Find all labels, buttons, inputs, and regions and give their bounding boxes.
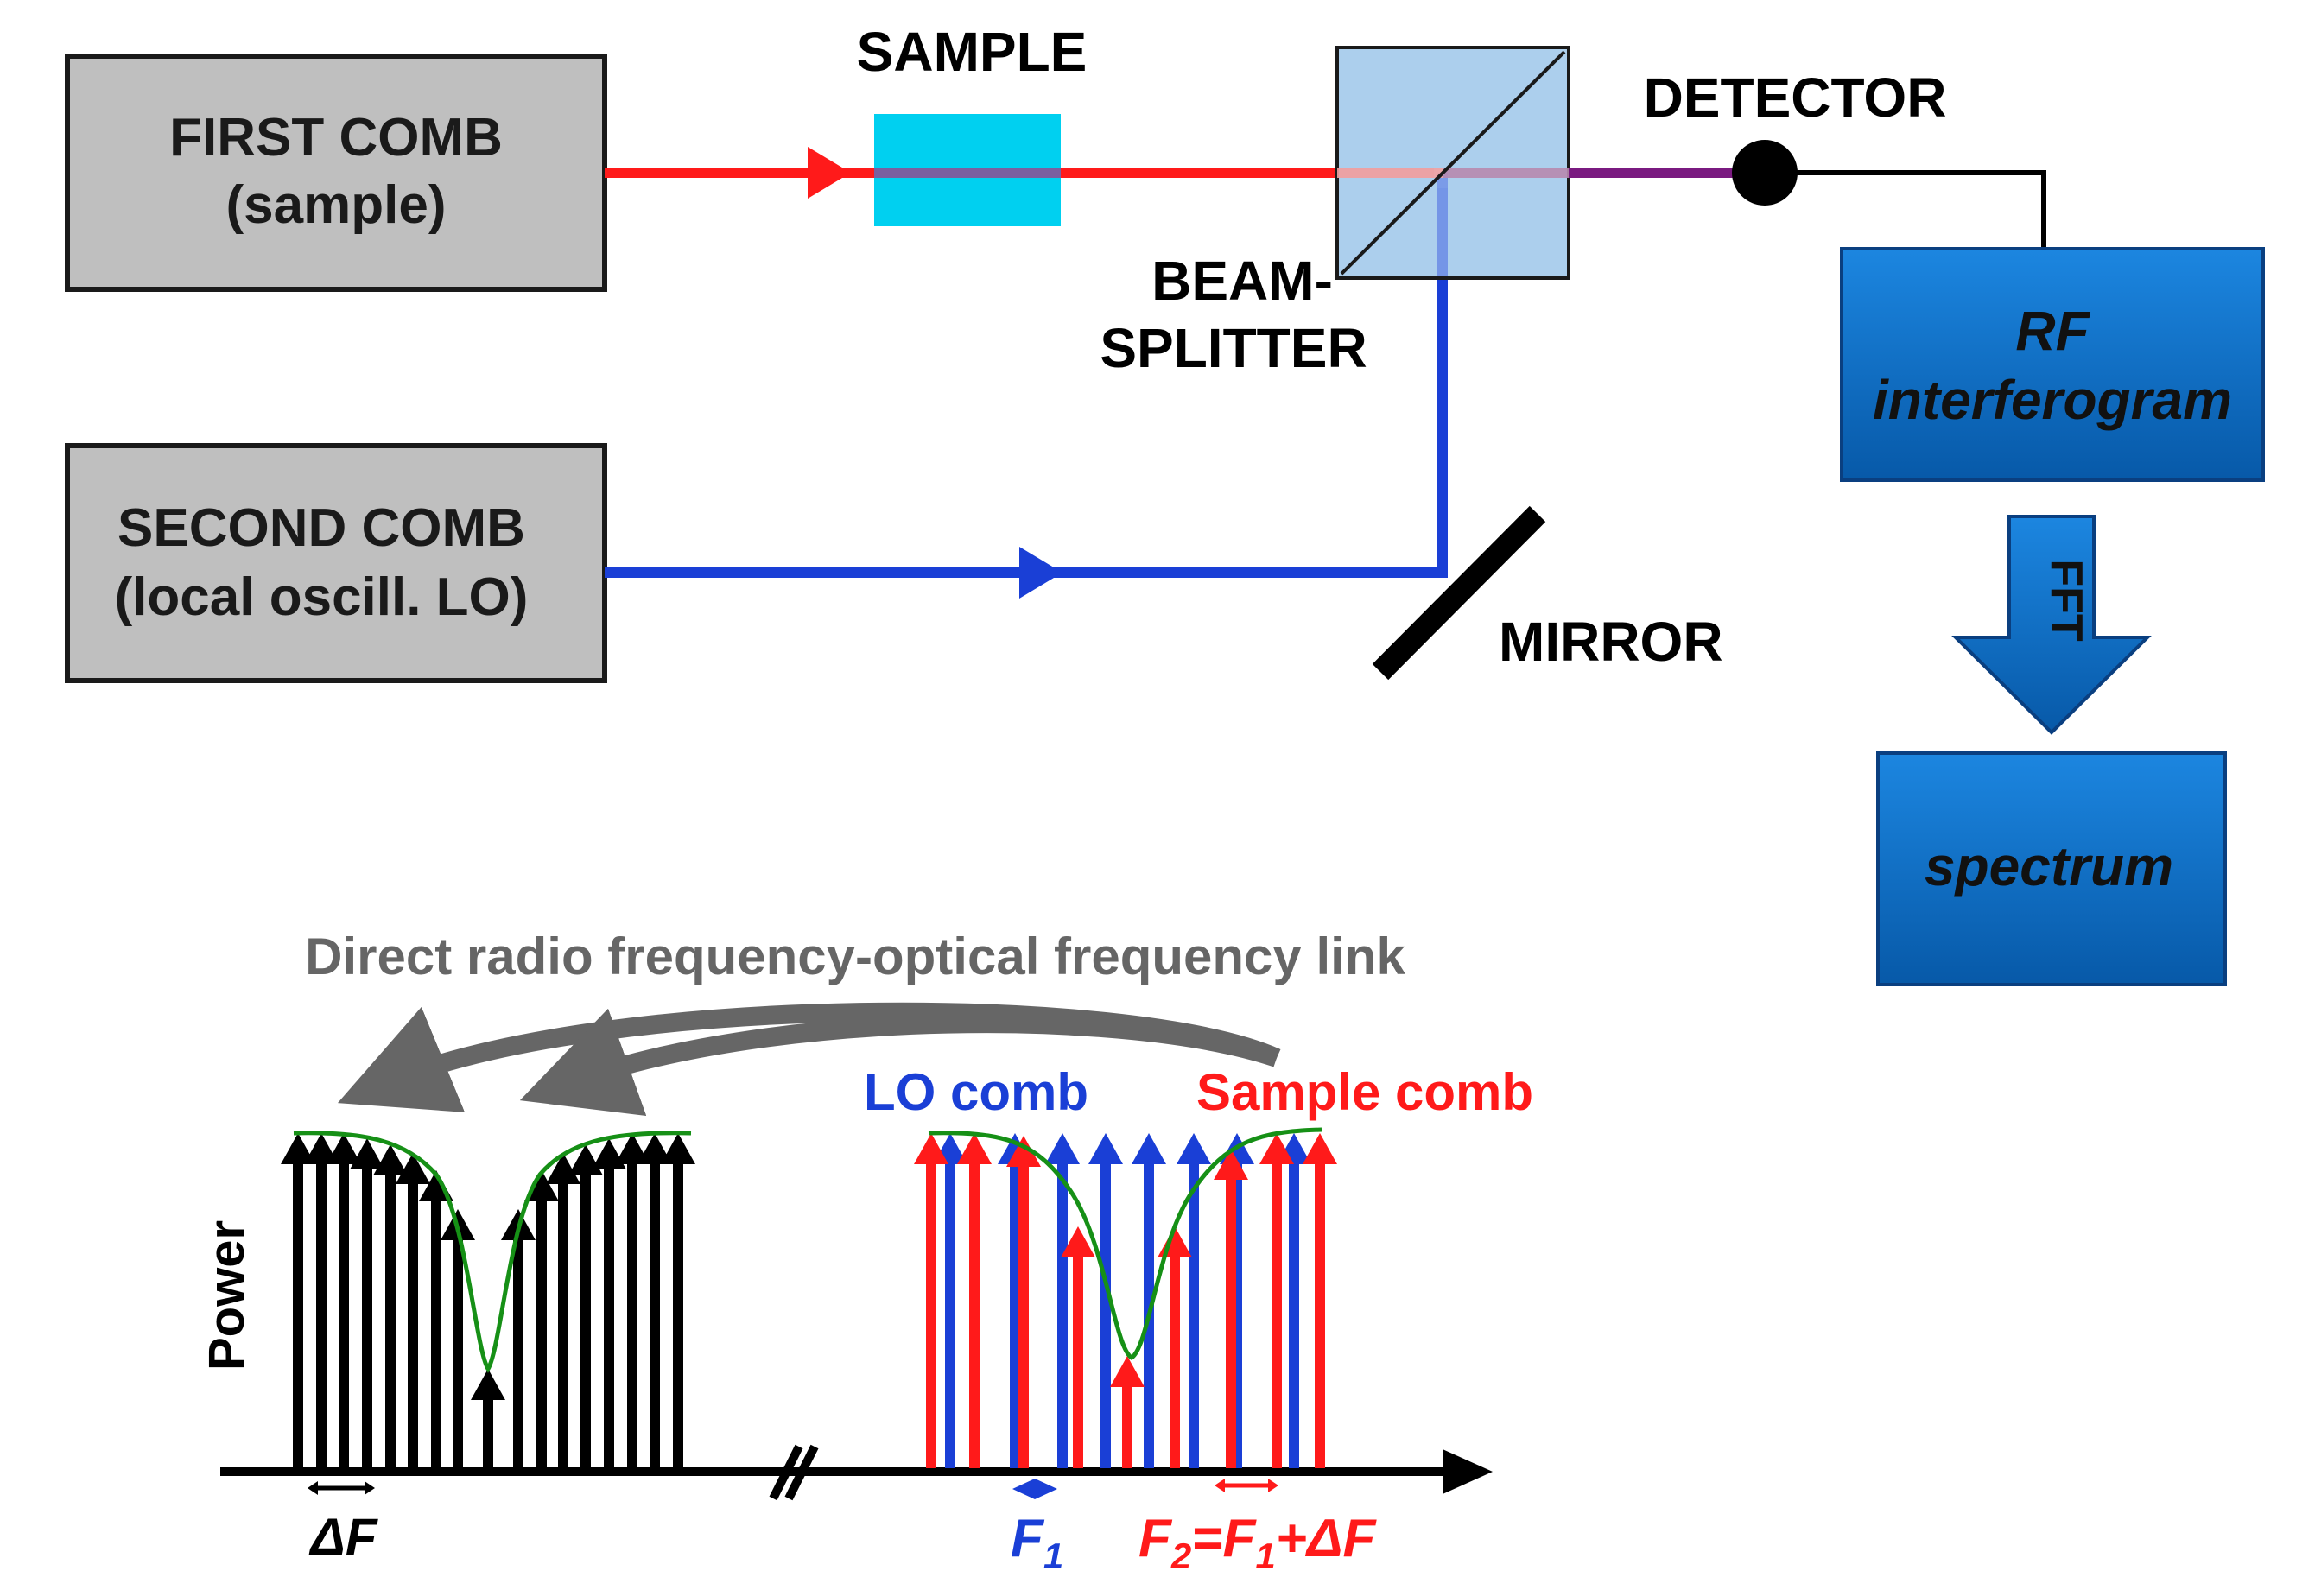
beat-comb-line	[592, 1138, 626, 1468]
detector-label: DETECTOR	[1644, 66, 1947, 129]
first-comb-subtitle: (sample)	[226, 175, 447, 235]
beat-comb-line	[471, 1369, 505, 1468]
second-comb-box: SECOND COMB (local oscill. LO)	[65, 443, 607, 683]
first-comb-box: FIRST COMB (sample)	[65, 54, 607, 292]
fft-arrow	[1951, 515, 2152, 735]
beat-comb-line	[568, 1144, 603, 1468]
sample-comb-line	[1110, 1356, 1145, 1468]
lo-comb-line	[1177, 1133, 1211, 1468]
rf-interferogram-box: RF interferogram	[1840, 247, 2265, 482]
f2-equation: F2=F1+ΔF	[1138, 1509, 1378, 1576]
delta-f-marker	[308, 1481, 375, 1495]
sample-comb-line	[914, 1133, 948, 1468]
lo-comb-line	[933, 1133, 967, 1468]
beat-comb-line	[546, 1153, 580, 1468]
f1-marker	[1012, 1479, 1057, 1499]
delta-f-label: ΔF	[309, 1508, 378, 1566]
sample-comb-line	[1303, 1133, 1337, 1468]
beam-splitter	[1335, 46, 1570, 280]
beat-comb-line	[419, 1170, 453, 1468]
sample-label: SAMPLE	[857, 21, 1088, 83]
f1-label: F1	[1011, 1509, 1063, 1576]
sample-beam-arrowhead	[808, 147, 851, 199]
sample-comb-line	[1214, 1149, 1248, 1468]
second-comb-subtitle: (local oscill. LO)	[115, 567, 529, 627]
rf-label: RF	[2015, 300, 2090, 362]
power-axis-label: Power	[199, 1220, 255, 1371]
sample-comb-line	[1061, 1226, 1095, 1468]
lo-comb-line	[1045, 1133, 1080, 1468]
beat-comb-line	[615, 1133, 650, 1468]
optical-comb-dip-curve	[928, 1127, 1322, 1360]
beat-comb-dip-curve	[293, 1130, 692, 1373]
beat-comb-line	[350, 1138, 384, 1468]
beat-comb-lines	[281, 1133, 695, 1468]
beat-comb-line	[637, 1133, 672, 1468]
beat-comb-line	[327, 1133, 361, 1468]
lo-comb-label: LO comb	[864, 1063, 1088, 1121]
beam-splitter-label-line1: BEAM-	[1151, 250, 1333, 312]
optical-comb-lines	[914, 1133, 1337, 1468]
frequency-axis-arrowhead	[1443, 1449, 1493, 1494]
link-title: Direct radio frequency-optical frequency…	[305, 928, 1405, 985]
axis-break	[769, 1444, 803, 1501]
beat-comb-line	[281, 1133, 315, 1468]
mirror-label: MIRROR	[1499, 611, 1723, 673]
beat-comb-line	[304, 1133, 339, 1468]
lo-comb-line	[1132, 1133, 1166, 1468]
mirror	[1372, 505, 1546, 681]
beat-comb-line	[524, 1170, 559, 1468]
lo-comb-line	[1088, 1133, 1123, 1468]
beat-comb-line	[501, 1209, 536, 1468]
detector	[1732, 140, 1798, 206]
sample-comb-line	[957, 1133, 992, 1468]
first-comb-title: FIRST COMB	[169, 108, 503, 168]
spectrum-box: spectrum	[1876, 751, 2227, 986]
lo-beam-arrowhead	[1019, 547, 1062, 598]
interferogram-label: interferogram	[1873, 369, 2232, 431]
sample-comb-line	[1259, 1133, 1294, 1468]
second-comb-title: SECOND COMB	[117, 498, 525, 558]
f2-marker	[1215, 1479, 1278, 1492]
sample-comb-label: Sample comb	[1196, 1063, 1533, 1121]
beat-comb-line	[661, 1133, 695, 1468]
detector-cable	[1797, 170, 2046, 249]
lo-comb-line	[1220, 1133, 1254, 1468]
spectrum-label: spectrum	[1925, 835, 2173, 897]
beam-splitter-label-line2: SPLITTER	[1100, 317, 1367, 379]
sample-comb-line	[1006, 1136, 1041, 1468]
link-arc-inner	[519, 1008, 1280, 1117]
axis-break-2	[784, 1444, 819, 1501]
fft-label: FFT	[2041, 559, 2091, 642]
beat-comb-line	[373, 1144, 408, 1468]
beat-comb-line	[441, 1209, 475, 1468]
beat-comb-line	[396, 1153, 430, 1468]
